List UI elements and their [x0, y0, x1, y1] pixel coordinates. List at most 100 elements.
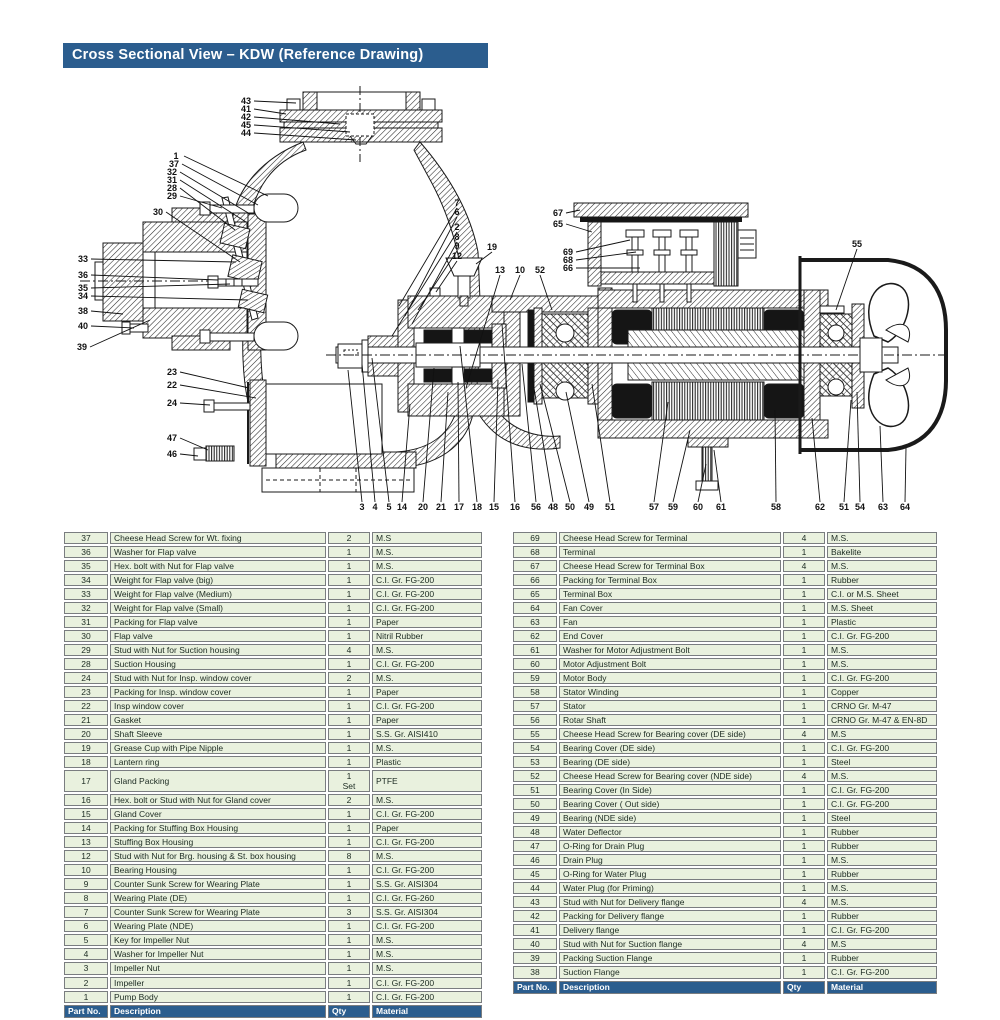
qty-cell: 1 [328, 836, 370, 849]
callout-number: 36 [78, 270, 88, 280]
material-cell: M.S. [827, 658, 937, 671]
description-cell: Bearing Cover ( Out side) [559, 798, 781, 811]
material-cell: M.S. [372, 560, 482, 573]
part-no-cell: 65 [513, 588, 557, 601]
rotor-shaft [326, 339, 948, 373]
callout-number: 57 [649, 502, 659, 512]
description-cell: End Cover [559, 630, 781, 643]
callout-leader-line [253, 100, 297, 104]
material-cell: M.S. [372, 934, 482, 947]
qty-cell: 1 Set [328, 770, 370, 793]
part-no-cell: 54 [513, 742, 557, 755]
part-no-cell: 22 [64, 700, 108, 713]
callout-leader-line [361, 363, 376, 503]
part-no-cell: 61 [513, 644, 557, 657]
callout-number: 62 [815, 502, 825, 512]
description-cell: Flap valve [110, 630, 326, 643]
part-no-cell: 43 [513, 896, 557, 909]
callout-number: 48 [548, 502, 558, 512]
callout-leader-line [371, 357, 390, 503]
description-cell: Cheese Head Screw for Terminal Box [559, 560, 781, 573]
description-cell: Bearing Cover (DE side) [559, 742, 781, 755]
qty-cell: 4 [783, 560, 825, 573]
callout-leader-line [179, 402, 211, 406]
callout-number: 17 [454, 502, 464, 512]
part-no-cell: 57 [513, 700, 557, 713]
qty-cell: 1 [328, 574, 370, 587]
callout-number: 58 [771, 502, 781, 512]
callout-number: 31 [167, 175, 177, 185]
callout-number: 33 [78, 254, 88, 264]
callout-number: 47 [167, 433, 177, 443]
description-cell: Impeller [110, 976, 326, 989]
description-cell: Gland Packing [110, 770, 326, 793]
material-cell: M.S. [372, 672, 482, 685]
qty-cell: 1 [328, 630, 370, 643]
qty-cell: 1 [328, 920, 370, 933]
part-no-cell: 50 [513, 798, 557, 811]
callout-number: 64 [900, 502, 910, 512]
callout-number: 44 [241, 128, 251, 138]
header-material: Material [827, 980, 937, 994]
callout-number: 63 [878, 502, 888, 512]
description-cell: Stud with Nut for Delivery flange [559, 896, 781, 909]
material-cell: M.S. [372, 546, 482, 559]
part-no-cell: 68 [513, 546, 557, 559]
callout-leader-line [90, 258, 237, 263]
callout-leader-line [435, 260, 458, 293]
part-no-cell: 63 [513, 616, 557, 629]
qty-cell: 1 [328, 934, 370, 947]
description-cell: Counter Sunk Screw for Wearing Plate [110, 878, 326, 891]
part-no-cell: 1 [64, 990, 108, 1003]
description-cell: Packing for Terminal Box [559, 574, 781, 587]
callout-leader-line [672, 429, 691, 503]
callout-number: 12 [452, 251, 462, 261]
part-no-cell: 6 [64, 920, 108, 933]
part-no-cell: 41 [513, 924, 557, 937]
material-cell: M.S. [827, 532, 937, 545]
callout-number: 15 [489, 502, 499, 512]
qty-cell: 1 [783, 658, 825, 671]
description-cell: Water Plug (for Priming) [559, 882, 781, 895]
callout-leader-line [459, 345, 478, 503]
callout-number: 65 [553, 219, 563, 229]
part-no-cell: 20 [64, 728, 108, 741]
callout-number: 10 [515, 265, 525, 275]
part-no-cell: 58 [513, 686, 557, 699]
part-no-cell: 59 [513, 672, 557, 685]
callout-leader-line [531, 375, 554, 503]
qty-cell: 3 [328, 906, 370, 919]
part-no-cell: 69 [513, 532, 557, 545]
callout-number: 30 [153, 207, 163, 217]
qty-cell: 4 [783, 896, 825, 909]
callout-leader-line [843, 399, 852, 503]
callout-number: 60 [693, 502, 703, 512]
callout-leader-line [90, 283, 231, 289]
part-no-cell: 18 [64, 756, 108, 769]
qty-cell: 1 [328, 560, 370, 573]
material-cell: Bakelite [827, 546, 937, 559]
callout-number: 51 [839, 502, 849, 512]
part-no-cell: 39 [513, 952, 557, 965]
description-cell: Packing for Insp. window cover [110, 686, 326, 699]
qty-cell: 1 [328, 892, 370, 905]
description-cell: Stud with Nut for Suction flange [559, 938, 781, 951]
callout-leader-line [179, 437, 209, 451]
qty-cell: 1 [783, 966, 825, 979]
part-no-cell: 42 [513, 910, 557, 923]
callout-number: 49 [584, 502, 594, 512]
callout-number: 68 [563, 255, 573, 265]
callout-leader-line [401, 403, 411, 503]
